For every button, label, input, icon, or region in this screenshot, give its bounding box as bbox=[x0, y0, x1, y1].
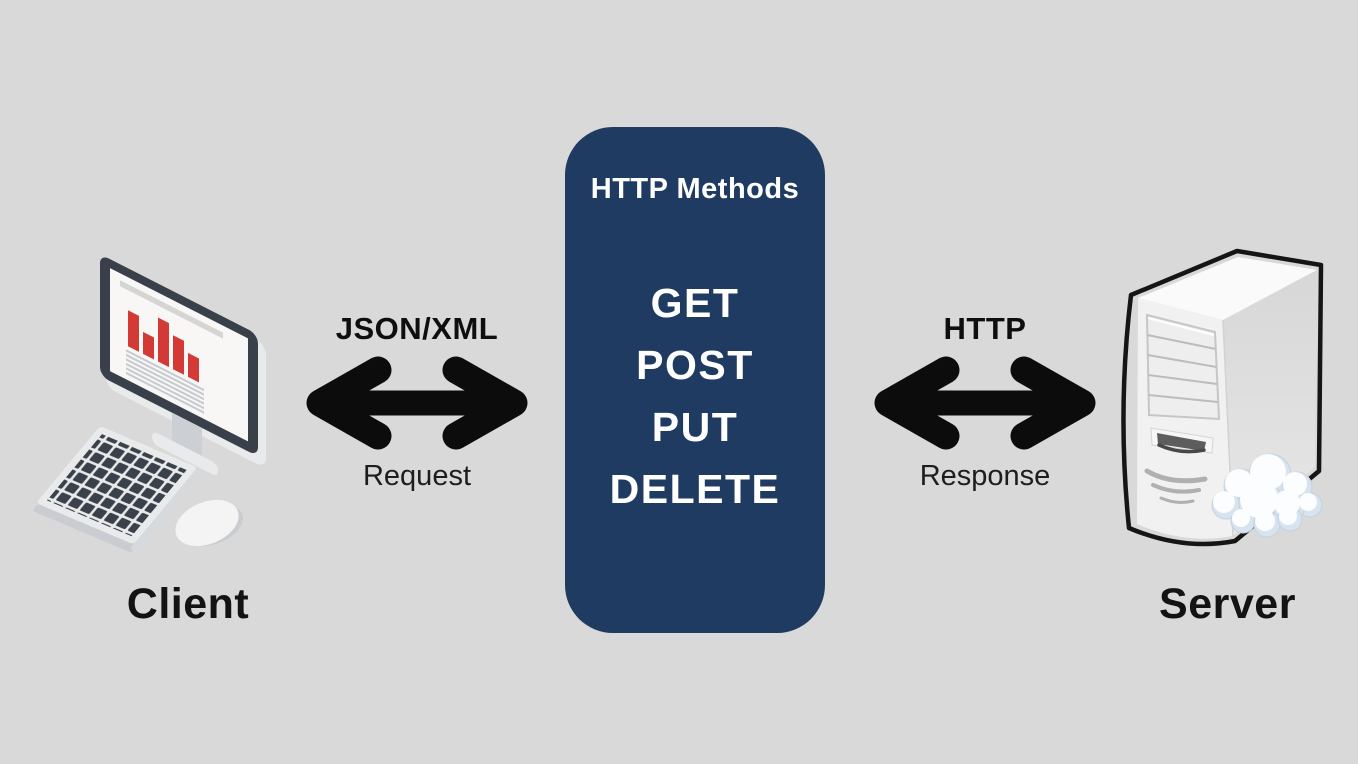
method-post: POST bbox=[636, 341, 754, 388]
monitor-base bbox=[152, 432, 218, 475]
right-flow: HTTP Response bbox=[870, 310, 1100, 494]
monitor-stand bbox=[172, 412, 202, 456]
left-flow: JSON/XML Request bbox=[302, 310, 532, 494]
right-flow-protocol-label: HTTP bbox=[943, 311, 1027, 346]
double-arrow-icon bbox=[306, 356, 528, 450]
server-tower-icon bbox=[1121, 248, 1324, 547]
panel-title: HTTP Methods bbox=[590, 173, 800, 205]
client-label: Client bbox=[126, 580, 250, 628]
double-arrow-icon bbox=[874, 356, 1096, 450]
left-flow-protocol-label: JSON/XML bbox=[335, 311, 499, 346]
text-lines bbox=[126, 349, 204, 414]
drive-slot bbox=[1150, 427, 1214, 454]
tower-top-face bbox=[1138, 257, 1317, 320]
methods-list: GET POST PUT DELETE bbox=[565, 279, 825, 512]
desktop-computer-icon bbox=[33, 257, 266, 552]
method-get: GET bbox=[650, 279, 740, 326]
http-methods-panel: HTTP Methods GET POST PUT DELETE bbox=[565, 127, 825, 633]
keyboard-icon bbox=[33, 427, 203, 552]
method-put: PUT bbox=[651, 403, 739, 450]
bar-chart-icon bbox=[128, 310, 199, 383]
swoosh-lines bbox=[1144, 468, 1208, 504]
left-flow-direction-label: Request bbox=[362, 460, 471, 493]
monitor-icon bbox=[100, 257, 266, 475]
method-delete: DELETE bbox=[609, 465, 781, 512]
drive-bay-panel bbox=[1145, 313, 1221, 421]
right-flow-direction-label: Response bbox=[919, 460, 1051, 493]
mouse-icon bbox=[175, 499, 244, 547]
cloud-icon bbox=[1211, 453, 1323, 538]
server-label: Server bbox=[1159, 580, 1296, 628]
tower-outline bbox=[1121, 248, 1324, 547]
